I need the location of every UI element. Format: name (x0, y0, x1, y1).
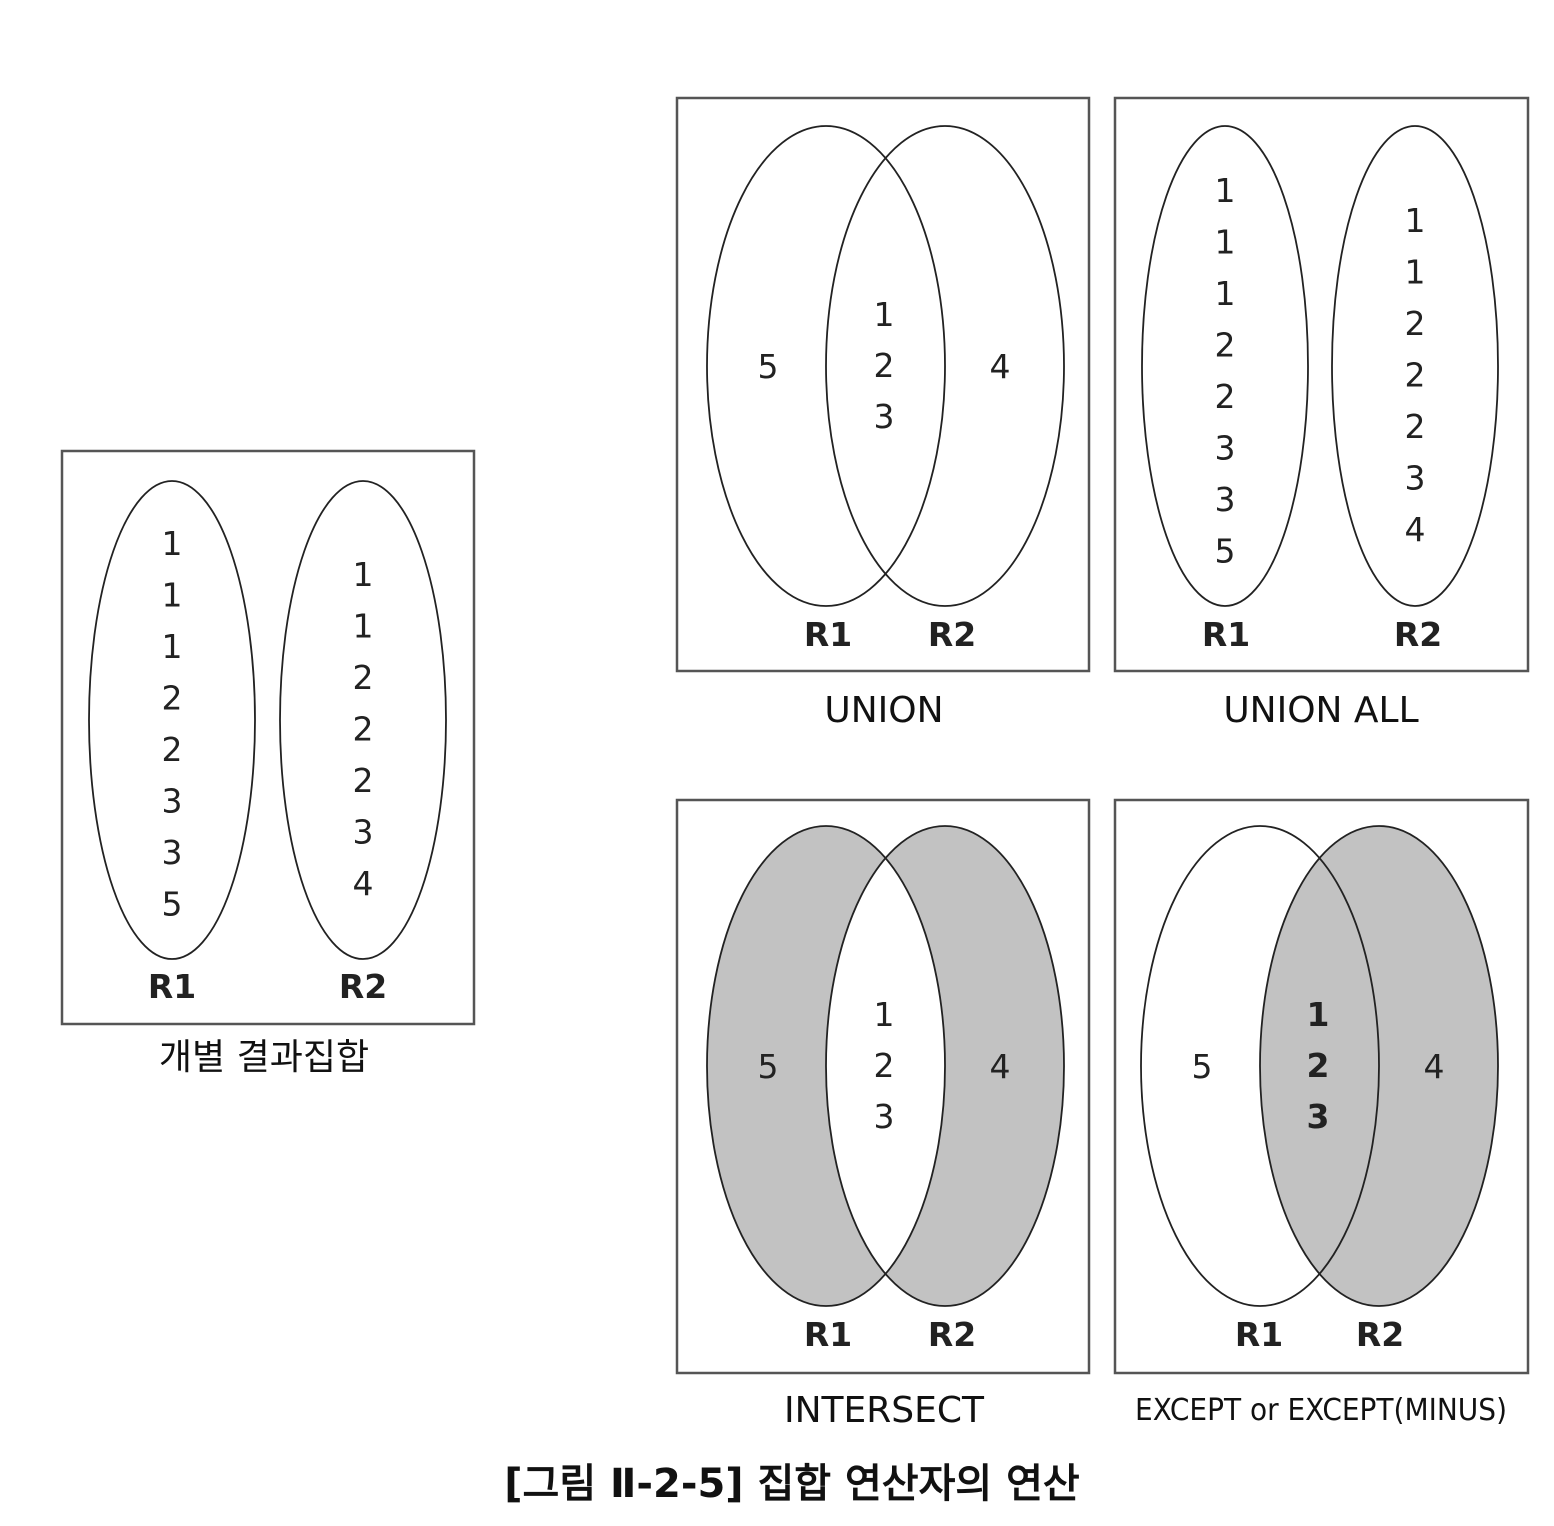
panel-caption: UNION (824, 690, 943, 731)
panel-caption: 개별 결과집합 (159, 1037, 369, 1078)
right-only-value: 4 (1424, 1047, 1445, 1086)
set-value: 2 (874, 1046, 895, 1085)
set-value: 2 (1405, 356, 1426, 395)
set-value: 3 (1215, 480, 1236, 519)
intersection-clear (826, 826, 945, 1306)
set-value: 3 (162, 782, 183, 821)
set-value: 1 (1405, 201, 1426, 240)
set-value: 2 (1215, 326, 1236, 365)
panel-frame (60, 449, 476, 1026)
intersection-values: 1 2 3 (874, 295, 895, 436)
panel-union: 5 1 2 3 4 R1 R2 UNION (675, 96, 1091, 731)
panel-union-all: 1 1 1 2 2 3 3 5 1 1 2 2 2 3 4 R1 R2 UNION ALL (1113, 96, 1530, 731)
left-only-value: 5 (1192, 1047, 1213, 1086)
set-value: 1 (353, 555, 374, 594)
r1-label: R1 (1202, 615, 1250, 654)
right-only-value: 4 (990, 1047, 1011, 1086)
r1-values: 1 1 1 2 2 3 3 5 (1215, 171, 1236, 571)
left-only-value: 5 (758, 347, 779, 386)
r2-label: R2 (339, 967, 387, 1006)
r1-set (1140, 825, 1380, 1307)
set-value: 1 (874, 995, 895, 1034)
set-value: 3 (1307, 1097, 1330, 1136)
set-value: 1 (162, 627, 183, 666)
intersection-shaded-region (1260, 826, 1379, 1306)
r2-label: R2 (928, 615, 976, 654)
r2-label: R2 (1394, 615, 1442, 654)
set-value: 2 (1215, 377, 1236, 416)
panel-caption: INTERSECT (784, 1390, 985, 1431)
r1-values: 1 1 1 2 2 3 3 5 (162, 524, 183, 924)
set-value: 1 (353, 607, 374, 646)
panel-frame (675, 798, 1091, 1375)
panel-caption: EXCEPT or EXCEPT(MINUS) (1135, 1393, 1507, 1428)
set-value: 2 (162, 730, 183, 769)
r2-set (1259, 825, 1499, 1307)
set-value: 3 (874, 397, 895, 436)
set-value: 2 (1405, 407, 1426, 446)
set-value: 2 (1307, 1046, 1330, 1085)
panel-frame (1113, 96, 1530, 673)
left-only-value: 5 (758, 1047, 779, 1086)
set-value: 1 (1307, 995, 1330, 1034)
set-value: 2 (874, 346, 895, 385)
set-value: 1 (1215, 171, 1236, 210)
r1-label: R1 (804, 1315, 852, 1354)
r2-set (825, 125, 1065, 607)
set-value: 3 (353, 813, 374, 852)
set-value: 2 (353, 658, 374, 697)
set-value: 3 (162, 833, 183, 872)
r2-set (1331, 125, 1499, 607)
r1-label: R1 (148, 967, 196, 1006)
r1-label: R1 (1235, 1315, 1283, 1354)
set-value: 1 (874, 295, 895, 334)
panel-intersect: 5 1 2 3 4 R1 R2 INTERSECT (675, 798, 1091, 1431)
r2-values: 1 1 2 2 2 3 4 (353, 555, 374, 903)
panel-frame (1113, 798, 1530, 1375)
set-value: 2 (353, 761, 374, 800)
r2-set (279, 480, 447, 960)
panel-individual: 1 1 1 2 2 3 3 5 1 1 2 2 2 3 4 R1 R2 개별 결과집합 (60, 449, 476, 1078)
r1-set (706, 825, 946, 1307)
r1-set (88, 480, 256, 960)
r1-label: R1 (804, 615, 852, 654)
right-only-value: 4 (990, 347, 1011, 386)
r2-label: R2 (928, 1315, 976, 1354)
r1-set (1141, 125, 1309, 607)
panel-except: 5 1 2 3 4 R1 R2 EXCEPT or EXCEPT(MINUS) (1113, 798, 1530, 1428)
set-value: 1 (1215, 223, 1236, 262)
set-value: 2 (1405, 304, 1426, 343)
intersection-values: 1 2 3 (874, 995, 895, 1136)
set-value: 1 (162, 524, 183, 563)
set-value: 3 (874, 1097, 895, 1136)
r2-label: R2 (1356, 1315, 1404, 1354)
r1-set (706, 125, 946, 607)
panel-frame (675, 96, 1091, 673)
r2-values: 1 1 2 2 2 3 4 (1405, 201, 1426, 549)
set-value: 2 (353, 710, 374, 749)
set-value: 4 (1405, 510, 1426, 549)
set-value: 5 (162, 885, 183, 924)
r2-set (825, 825, 1065, 1307)
set-value: 3 (1405, 459, 1426, 498)
set-value: 1 (1405, 253, 1426, 292)
set-value: 2 (162, 679, 183, 718)
set-value: 1 (162, 576, 183, 615)
set-value: 1 (1215, 274, 1236, 313)
panel-caption: UNION ALL (1223, 690, 1418, 731)
intersection-values: 1 2 3 (1307, 995, 1330, 1136)
figure-title: [그림 Ⅱ-2-5] 집합 연산자의 연산 (504, 1461, 1080, 1507)
set-value: 3 (1215, 429, 1236, 468)
set-value: 5 (1215, 532, 1236, 571)
set-value: 4 (353, 864, 374, 903)
